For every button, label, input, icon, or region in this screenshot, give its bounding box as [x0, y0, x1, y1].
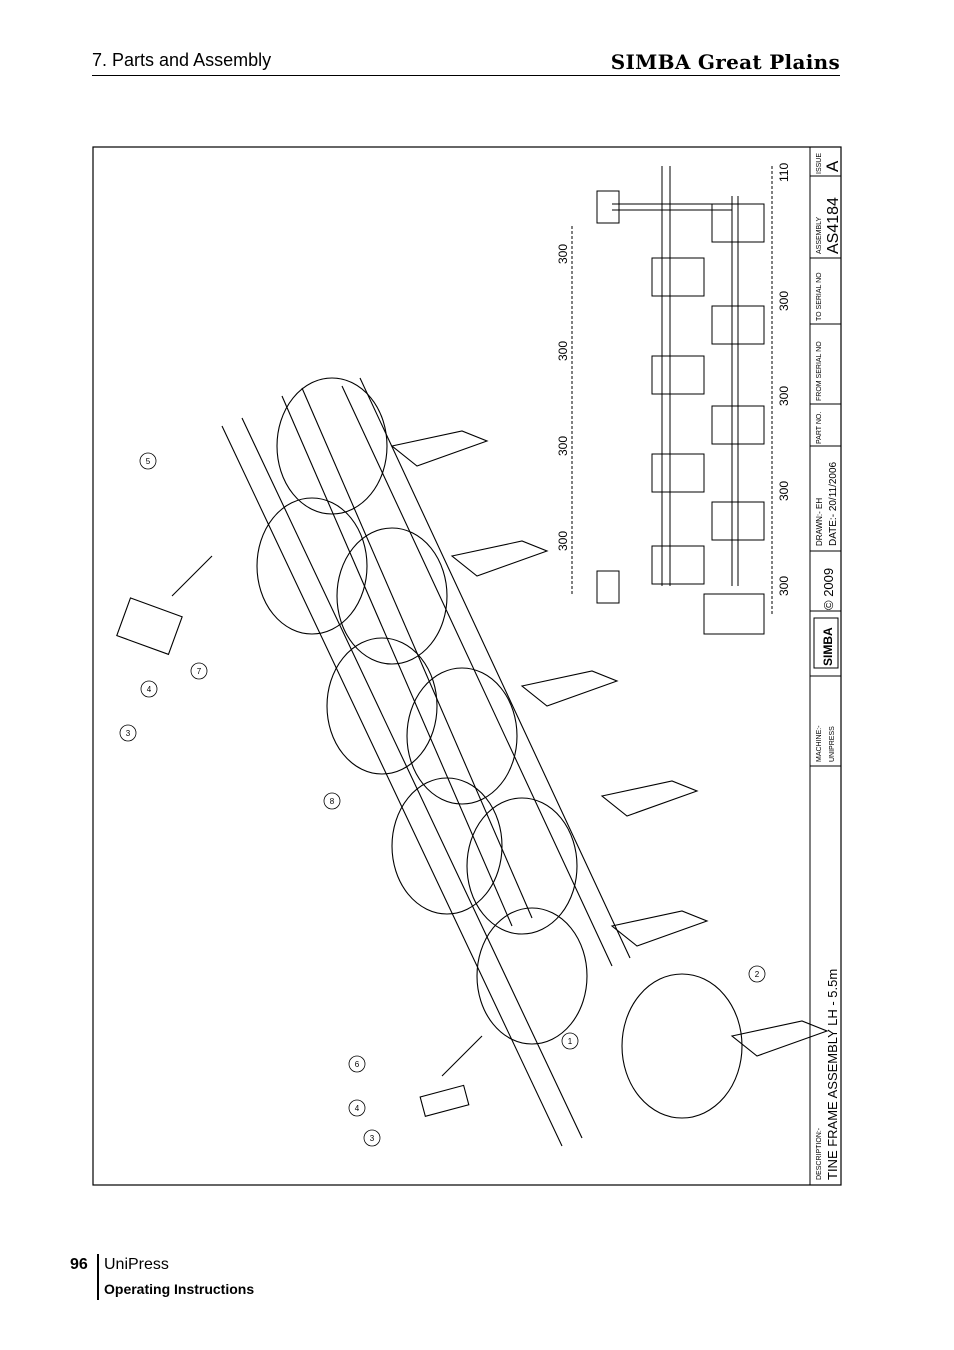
- dim-left-2: 300: [556, 341, 570, 361]
- description: TINE FRAME ASSEMBLY LH - 5.5m: [825, 969, 840, 1180]
- assembly-label: ASSEMBLY: [816, 216, 823, 254]
- product-name: UniPress: [104, 1256, 169, 1273]
- callouts: [119, 452, 766, 1147]
- callout-8: 8: [330, 797, 335, 806]
- simba-logo-small: SIMBA: [821, 627, 835, 666]
- callout-2: 2: [755, 970, 760, 979]
- page-number: 96: [70, 1256, 88, 1273]
- callout-1: 1: [568, 1037, 573, 1046]
- document-subtitle: Operating Instructions: [104, 1281, 255, 1297]
- callout-5: 5: [146, 457, 151, 466]
- dim-right-2: 300: [777, 291, 791, 311]
- header-rule: [92, 75, 840, 76]
- plan-view: [571, 166, 773, 635]
- brand-logo: SIMBA Great Plains: [610, 50, 840, 74]
- issue-label: ISSUE: [816, 153, 823, 174]
- callout-3b: 3: [370, 1134, 375, 1143]
- callout-6: 6: [355, 1060, 360, 1069]
- footer-divider: [97, 1254, 99, 1300]
- dim-right-5: 300: [777, 576, 791, 596]
- callout-4a: 4: [147, 685, 152, 694]
- dim-left-4: 300: [556, 531, 570, 551]
- dim-right-1: 110: [777, 163, 791, 182]
- part-no-label: PART NO.: [816, 412, 823, 444]
- dim-right-4: 300: [777, 481, 791, 501]
- callout-3a: 3: [126, 729, 131, 738]
- isometric-assembly: [116, 377, 829, 1147]
- from-serial-label: FROM SERIAL NO: [816, 341, 823, 401]
- section-title: 7. Parts and Assembly: [92, 50, 272, 70]
- callout-7: 7: [197, 667, 202, 676]
- machine-name: UNIPRESS: [829, 726, 836, 762]
- dim-left-1: 300: [556, 244, 570, 264]
- description-label: DESCRIPTION:-: [816, 1127, 823, 1180]
- issue-value: A: [823, 160, 842, 172]
- dim-left-3: 300: [556, 436, 570, 456]
- drawing-date: DATE:- 20/11/2006: [828, 461, 839, 546]
- assembly-drawing: ISSUE A ASSEMBLY AS4184 TO SERIAL NO FRO…: [92, 146, 842, 1186]
- to-serial-label: TO SERIAL NO: [816, 272, 823, 321]
- assembly-number: AS4184: [825, 197, 842, 254]
- drawn-by: DRAWN:- EH: [815, 498, 824, 546]
- machine-label: MACHINE:-: [816, 725, 823, 762]
- title-block: [809, 147, 841, 1185]
- dim-right-3: 300: [777, 386, 791, 406]
- callout-4b: 4: [355, 1104, 360, 1113]
- copyright: © 2009: [821, 568, 836, 610]
